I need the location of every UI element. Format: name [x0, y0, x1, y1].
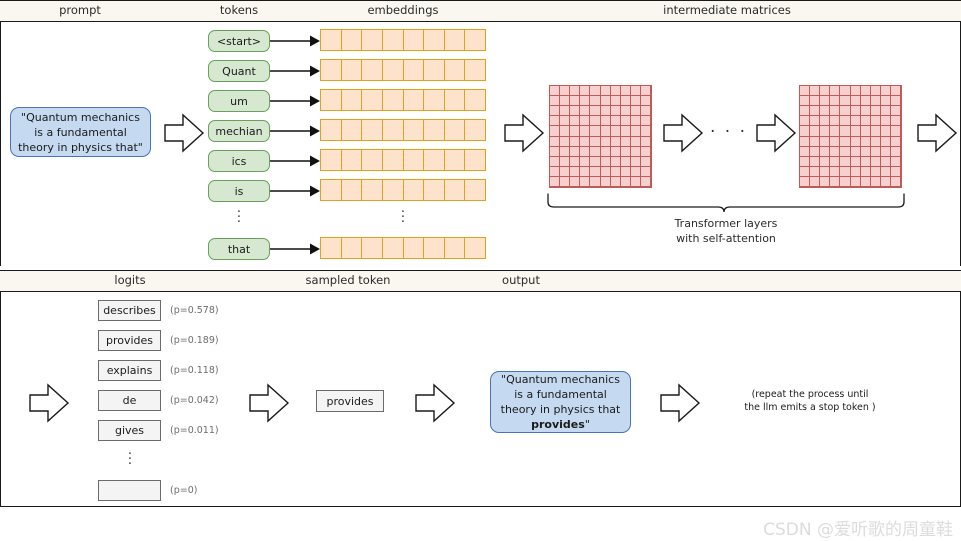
logit-probability: (p=0.118)	[170, 365, 219, 376]
logit-box: describes	[98, 300, 161, 321]
logit-box: explains	[98, 360, 161, 381]
logit-probability: (p=0.042)	[170, 395, 219, 406]
token-pill: mechian	[208, 120, 270, 142]
token-pill: is	[208, 180, 270, 202]
arrow-token-to-embedding	[270, 95, 320, 107]
arrow-into-logits	[29, 383, 70, 423]
intermediate-matrix	[549, 85, 652, 188]
sampled-token-box: provides	[316, 390, 384, 412]
header-label-logits: logits	[114, 273, 146, 287]
header-bar-bottom: logits sampled token output	[0, 270, 961, 292]
repeat-process-note: (repeat the process until the llm emits …	[744, 389, 876, 413]
logit-probability: (p=0.011)	[170, 425, 219, 436]
token-pill: that	[208, 238, 270, 260]
arrow-token-to-embedding	[270, 35, 320, 47]
logit-probability: (p=0.578)	[170, 305, 219, 316]
header-label-tokens: tokens	[219, 3, 259, 17]
arrow-logits-to-sampled	[249, 383, 290, 423]
logit-box: gives	[98, 420, 161, 441]
arrow-sampled-to-output	[415, 383, 456, 423]
watermark: CSDN @爱听歌的周童鞋	[763, 520, 953, 540]
header-label-intermediate-matrices: intermediate matrices	[663, 3, 791, 17]
embedding-column-ellipsis: ···	[400, 205, 406, 230]
embedding-row	[320, 179, 486, 201]
header-bar-top: prompt tokens embeddings intermediate ma…	[0, 0, 961, 22]
header-label-prompt: prompt	[59, 3, 101, 17]
arrow-token-to-embedding	[270, 185, 320, 197]
arrow-prompt-to-tokens	[164, 113, 205, 153]
arrow-matrix-to-ellipsis	[663, 113, 704, 153]
output-highlight: provides	[531, 418, 585, 431]
intermediate-matrix	[799, 85, 902, 188]
arrow-ellipsis-to-matrix	[756, 113, 797, 153]
prompt-bubble: "Quantum mechanics is a fundamental theo…	[10, 107, 151, 157]
arrow-token-to-embedding	[270, 125, 320, 137]
logit-box	[98, 480, 161, 501]
logit-box: provides	[98, 330, 161, 351]
logit-box: de	[98, 390, 161, 411]
arrow-output-to-repeat	[660, 383, 701, 423]
embedding-row	[320, 237, 486, 259]
arrow-embeddings-to-matrix	[504, 113, 545, 153]
token-pill: Quant	[208, 60, 270, 82]
transformer-caption: Transformer layers with self-attention	[674, 217, 778, 245]
output-prefix: "Quantum mechanics is a fundamental theo…	[500, 373, 621, 416]
arrow-token-to-embedding	[270, 243, 320, 255]
logit-probability: (p=0)	[170, 485, 198, 496]
logit-probability: (p=0.189)	[170, 335, 219, 346]
matrix-sequence-ellipsis: · · ·	[710, 122, 748, 142]
token-column-ellipsis: ···	[236, 205, 242, 230]
embedding-row	[320, 89, 486, 111]
embedding-row	[320, 119, 486, 141]
embedding-row	[320, 149, 486, 171]
output-suffix: "	[584, 418, 590, 431]
arrow-matrix-to-logits	[917, 113, 958, 153]
output-bubble: "Quantum mechanics is a fundamental theo…	[490, 371, 631, 433]
embedding-row	[320, 59, 486, 81]
arrow-token-to-embedding	[270, 65, 320, 77]
embedding-row	[320, 29, 486, 51]
arrow-token-to-embedding	[270, 155, 320, 167]
header-label-sampled-token: sampled token	[305, 273, 391, 287]
token-pill: ics	[208, 150, 270, 172]
header-label-output: output	[502, 273, 540, 287]
transformer-brace	[547, 193, 905, 213]
header-label-embeddings: embeddings	[367, 3, 439, 17]
token-pill: um	[208, 90, 270, 112]
logits-column-ellipsis: ···	[127, 447, 133, 472]
token-pill: <start>	[208, 30, 270, 52]
